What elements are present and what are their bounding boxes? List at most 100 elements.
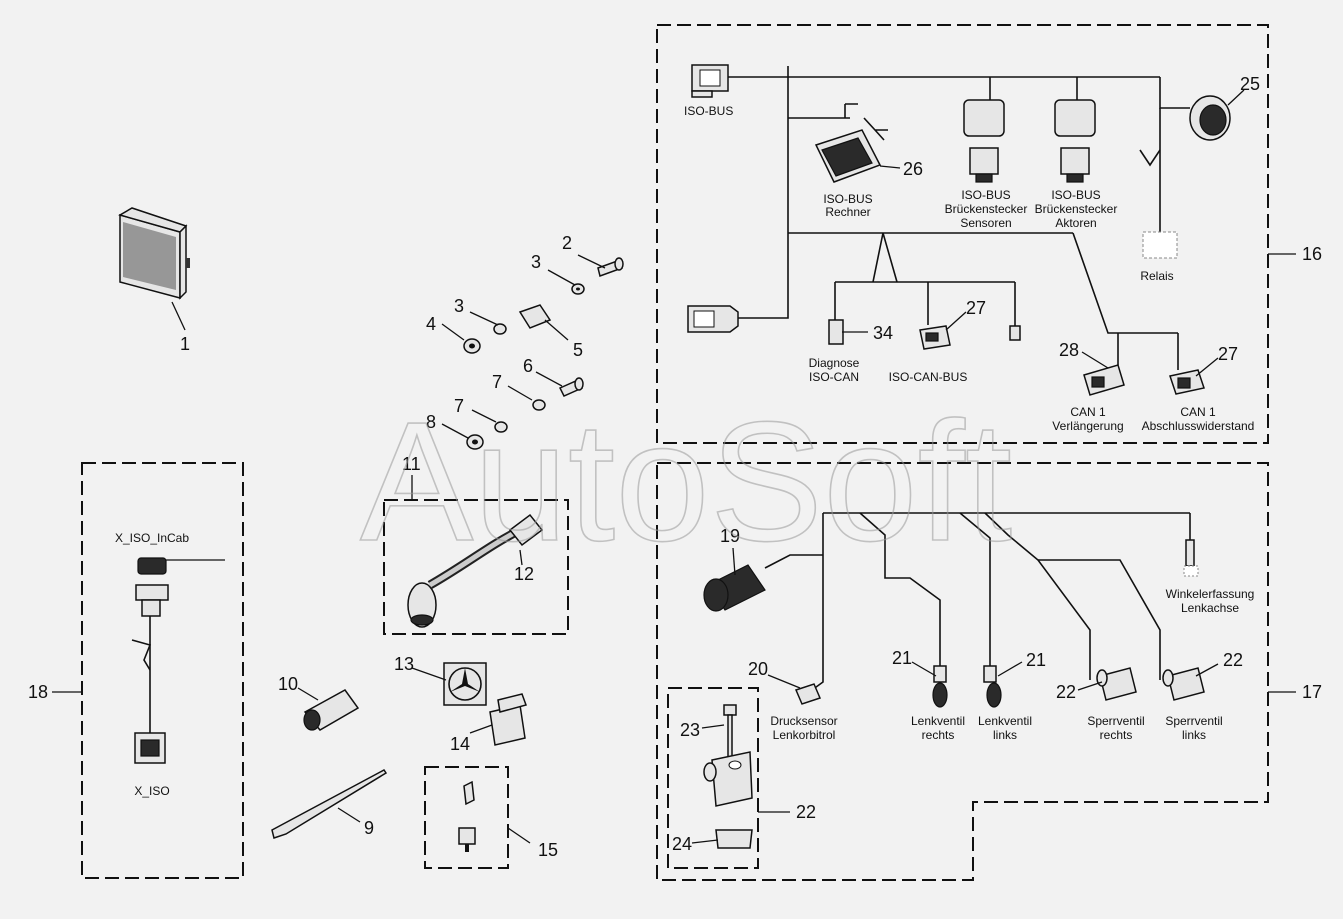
part-number: 9 xyxy=(364,818,374,838)
part-15 xyxy=(458,780,476,852)
control-unit-1 xyxy=(118,207,190,300)
connector-x-iso-incab xyxy=(135,557,169,617)
part-number: 25 xyxy=(1240,74,1260,94)
part-number: 11 xyxy=(402,454,421,474)
label-x-iso: X_ISO xyxy=(134,784,169,798)
label-sperrventil-rechts: rechts xyxy=(1100,728,1133,742)
label-lenkventil-links: Lenkventil xyxy=(978,714,1032,728)
label-brueckenstecker-aktoren: ISO-BUS xyxy=(1051,188,1100,202)
drucksensor-20 xyxy=(794,683,822,705)
part-number: 3 xyxy=(454,296,464,316)
label-winkelerfassung: Winkelerfassung xyxy=(1166,587,1255,601)
part-number: 3 xyxy=(531,252,541,272)
part-numbers: 1 2 3 3 4 5 6 7 7 8 9 10 11 12 13 14 15 … xyxy=(28,74,1322,860)
wiring-16 xyxy=(728,66,1190,370)
winkelerfassung-sensor xyxy=(1183,539,1199,577)
part-number: 6 xyxy=(523,356,533,376)
plug-27b xyxy=(1169,369,1205,395)
round-connector-25 xyxy=(1189,95,1231,141)
label-can1-verlaengerung: CAN 1 xyxy=(1070,405,1106,419)
group-15-box xyxy=(424,766,509,869)
part-number: 21 xyxy=(1026,650,1046,670)
brueckenstecker-aktoren xyxy=(1054,99,1096,183)
part-number: 4 xyxy=(426,314,436,334)
part-number: 12 xyxy=(514,564,534,584)
part-number: 28 xyxy=(1059,340,1079,360)
label-x-iso-incab: X_ISO_InCab xyxy=(115,531,189,545)
fasteners xyxy=(463,257,624,450)
part-number: 27 xyxy=(1218,344,1238,364)
part-number: 7 xyxy=(454,396,464,416)
part-number: 23 xyxy=(680,720,700,740)
label-brueckenstecker-sensoren: ISO-BUS xyxy=(961,188,1010,202)
group-11-box xyxy=(383,499,569,635)
wiring-17 xyxy=(764,512,1191,691)
part-14 xyxy=(489,693,527,746)
part-number: 2 xyxy=(562,233,572,253)
cable-12 xyxy=(407,513,544,628)
part-number: 20 xyxy=(748,659,768,679)
part-number: 22 xyxy=(1223,650,1243,670)
coil-22-assembly xyxy=(703,704,753,849)
part-number: 7 xyxy=(492,372,502,392)
group-16-box xyxy=(656,24,1269,444)
part-number: 17 xyxy=(1302,682,1322,702)
part-number: 14 xyxy=(450,734,470,754)
part-number: 19 xyxy=(720,526,740,546)
label-brueckenstecker-sensoren: Sensoren xyxy=(960,216,1011,230)
part-number: 15 xyxy=(538,840,558,860)
label-brueckenstecker-aktoren: Brückenstecker xyxy=(1035,202,1118,216)
lenkventil-links xyxy=(983,665,1002,708)
lenkventil-rechts xyxy=(932,665,948,708)
iso-bus-rechner-26 xyxy=(814,129,882,183)
part-number: 27 xyxy=(966,298,986,318)
leader-lines xyxy=(52,89,1296,844)
connector-10 xyxy=(303,689,360,731)
part-number: 5 xyxy=(573,340,583,360)
label-sperrventil-links: links xyxy=(1182,728,1206,742)
label-lenkventil-rechts: rechts xyxy=(922,728,955,742)
group-18-box xyxy=(81,462,244,879)
label-brueckenstecker-sensoren: Brückenstecker xyxy=(945,202,1028,216)
label-brueckenstecker-aktoren: Aktoren xyxy=(1055,216,1096,230)
part-number: 13 xyxy=(394,654,414,674)
part-number: 10 xyxy=(278,674,298,694)
label-lenkventil-rechts: Lenkventil xyxy=(911,714,965,728)
label-relais: Relais xyxy=(1140,269,1173,283)
group-22-box xyxy=(667,687,759,869)
plug-iso-can-end xyxy=(1009,325,1021,341)
label-diagnose: ISO-CAN xyxy=(809,370,859,384)
part-number: 16 xyxy=(1302,244,1322,264)
part-number: 24 xyxy=(672,834,692,854)
plug-34 xyxy=(828,319,844,345)
watermark: AutoSoft xyxy=(360,387,1012,577)
part-number: 22 xyxy=(796,802,816,822)
component-labels: ISO-BUS ISO-BUS Rechner ISO-BUS Brückens… xyxy=(115,104,1254,798)
label-drucksensor: Drucksensor xyxy=(770,714,837,728)
badge-13 xyxy=(443,662,487,706)
part-number: 34 xyxy=(873,323,893,343)
group-17-box xyxy=(656,462,1269,881)
label-winkelerfassung: Lenkachse xyxy=(1181,601,1239,615)
label-diagnose: Diagnose xyxy=(809,356,860,370)
part-number: 21 xyxy=(892,648,912,668)
label-can1-abschluss: CAN 1 xyxy=(1180,405,1216,419)
plug-28 xyxy=(1083,364,1125,396)
label-sperrventil-rechts: Sperrventil xyxy=(1087,714,1144,728)
sperrventil-rechts xyxy=(1096,667,1137,701)
label-can1-verlaengerung: Verlängerung xyxy=(1052,419,1123,433)
label-drucksensor: Lenkorbitrol xyxy=(773,728,836,742)
plug-27a xyxy=(919,325,951,350)
label-sperrventil-links: Sperrventil xyxy=(1165,714,1222,728)
sperrventil-links xyxy=(1162,667,1205,701)
iso-bus-connector xyxy=(691,64,729,98)
label-lenkventil-links: links xyxy=(993,728,1017,742)
diagnose-connector xyxy=(687,305,739,333)
label-iso-bus: ISO-BUS xyxy=(684,104,733,118)
label-iso-can-bus: ISO-CAN-BUS xyxy=(889,370,968,384)
label-iso-bus-rechner: ISO-BUS xyxy=(823,192,872,206)
part-number: 22 xyxy=(1056,682,1076,702)
label-iso-bus-rechner: Rechner xyxy=(825,205,870,219)
